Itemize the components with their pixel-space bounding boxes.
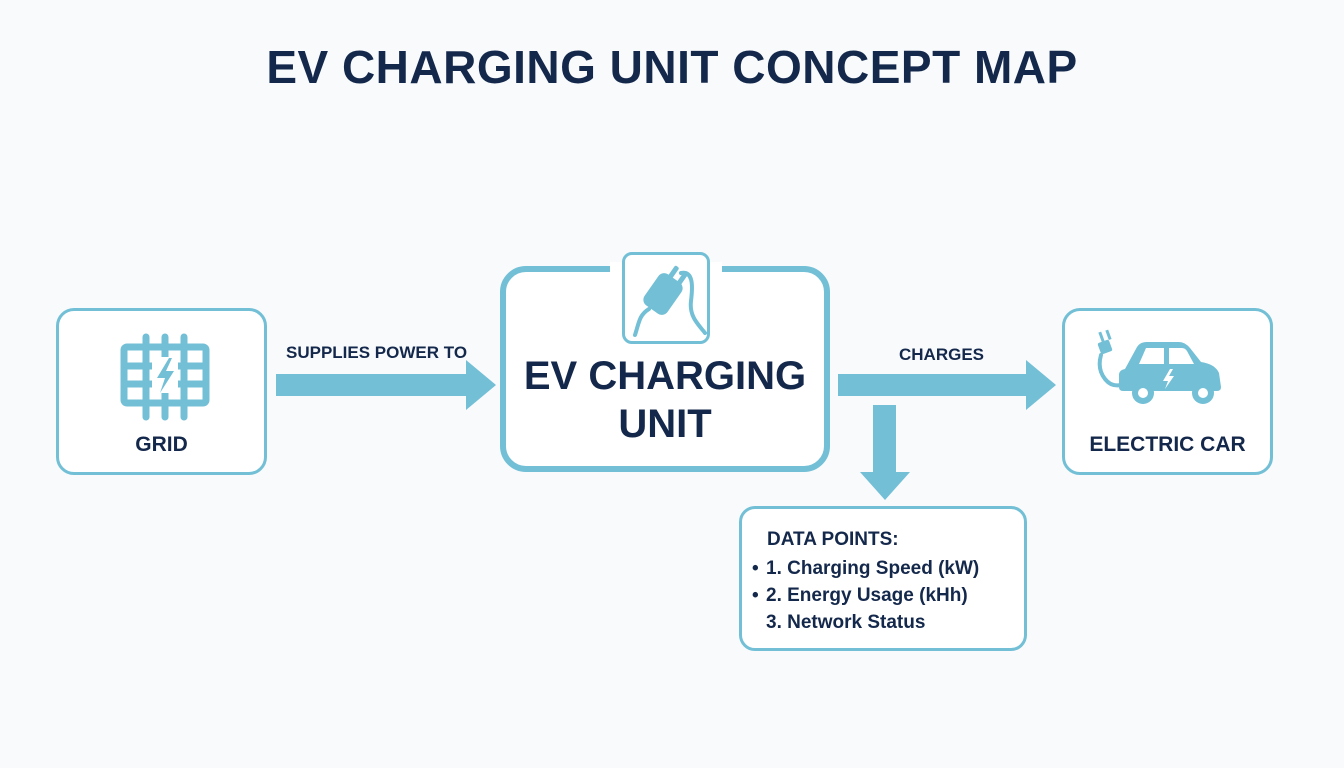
- bullet-icon: •: [752, 558, 759, 579]
- data-points-title: DATA POINTS:: [767, 529, 899, 550]
- hub-label-line2: UNIT: [618, 402, 712, 446]
- electric-car-icon: [1087, 329, 1227, 412]
- list-item: 3. Network Status: [752, 609, 979, 636]
- data-point-text: 2. Energy Usage (kHh): [766, 585, 968, 606]
- list-item: • 2. Energy Usage (kHh): [752, 582, 979, 609]
- edge-label-supplies-power: SUPPLIES POWER TO: [286, 343, 468, 362]
- node-label-electric-car: ELECTRIC CAR: [1089, 433, 1246, 456]
- arrow-hub-to-data: [860, 405, 910, 500]
- node-grid[interactable]: GRID: [56, 308, 267, 475]
- arrow-hub-to-car: [838, 360, 1056, 410]
- arrow-grid-to-hub: [276, 360, 496, 410]
- list-item: • 1. Charging Speed (kW): [752, 555, 979, 582]
- data-point-text: 3. Network Status: [766, 612, 926, 633]
- node-label-grid: GRID: [135, 433, 188, 456]
- data-point-text: 1. Charging Speed (kW): [766, 558, 980, 579]
- edge-label-charges: CHARGES: [899, 345, 985, 364]
- plug-icon: [622, 252, 710, 344]
- node-electric-car[interactable]: ELECTRIC CAR: [1062, 308, 1273, 475]
- hub-label-line1: EV CHARGING: [523, 354, 807, 398]
- bullet-icon: •: [752, 585, 759, 606]
- node-data-points[interactable]: DATA POINTS: • 1. Charging Speed (kW) • 2.…: [739, 506, 1027, 651]
- data-points-list: • 1. Charging Speed (kW) • 2. Energy Usage…: [752, 555, 979, 636]
- node-label-ev-charging-unit: EV CHARGING UNIT: [506, 352, 824, 448]
- page-title: EV CHARGING UNIT CONCEPT MAP: [266, 41, 1078, 93]
- power-grid-icon: [119, 333, 211, 426]
